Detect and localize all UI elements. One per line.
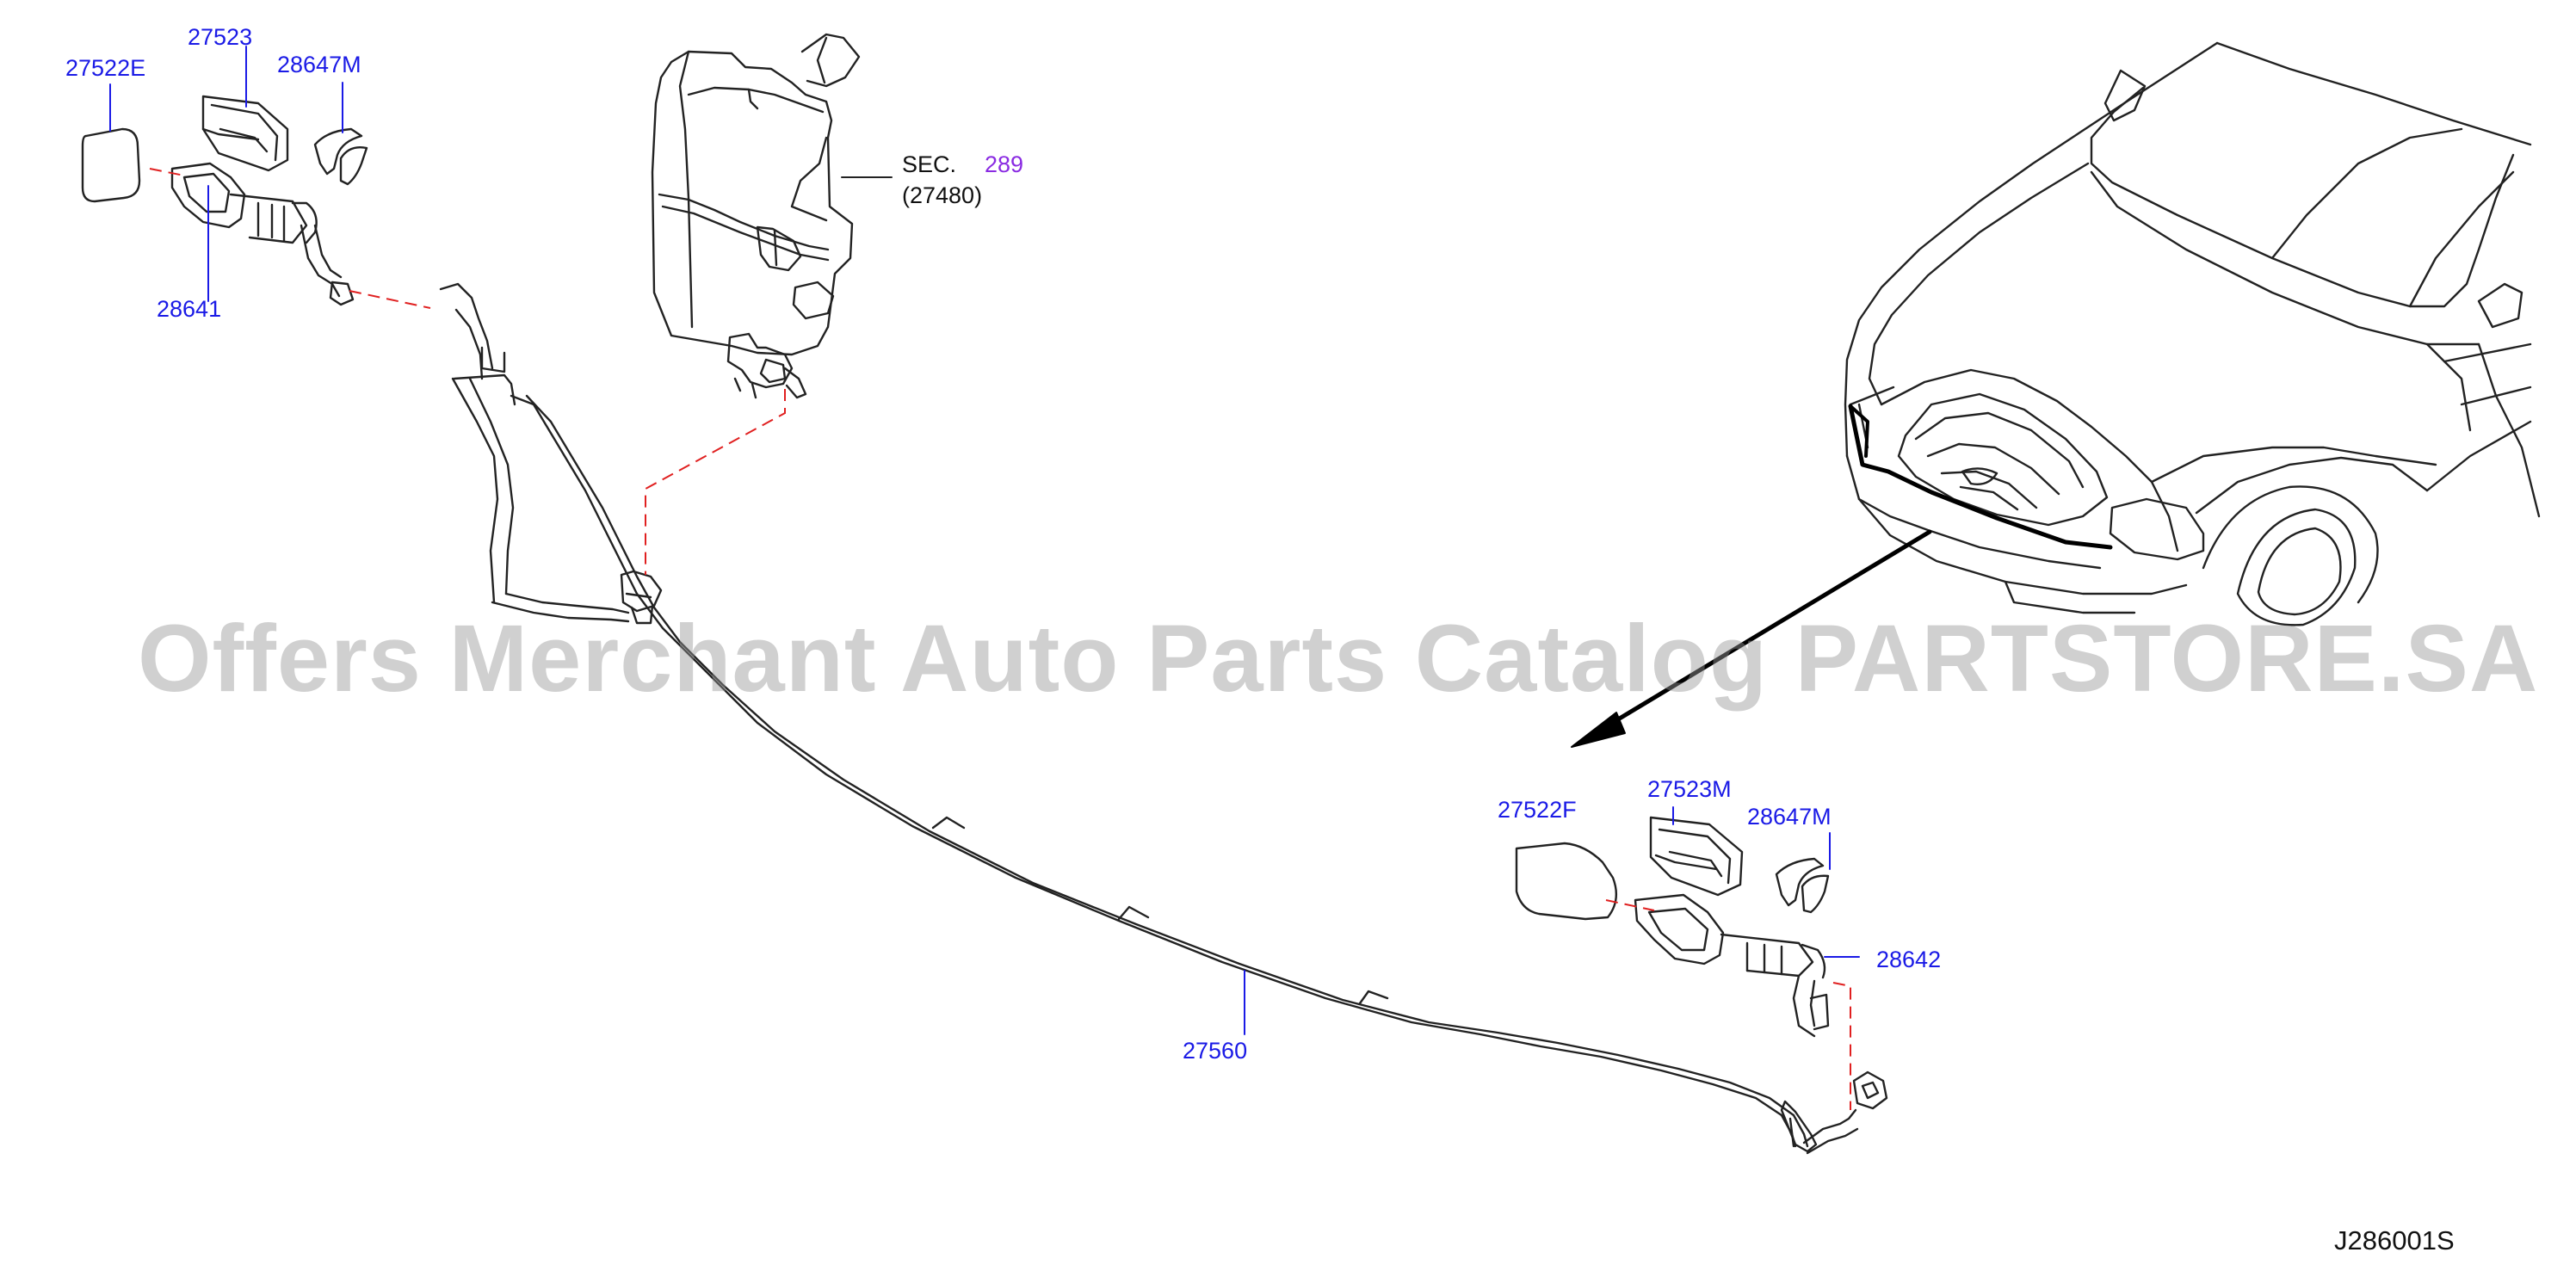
car-washer-line xyxy=(1848,404,2113,550)
part-label-28647M-bottom[interactable]: 28647M xyxy=(1747,804,1832,830)
nozzle-28642 xyxy=(1634,893,1888,1110)
car-illustration xyxy=(1844,41,2541,626)
sec-reference-prefix: SEC. xyxy=(902,151,957,177)
washer-tank xyxy=(651,33,861,399)
part-label-27560[interactable]: 27560 xyxy=(1183,1038,1248,1064)
clip-28647M-top xyxy=(313,127,368,186)
clip-28647M-bottom xyxy=(1775,857,1830,914)
cover-27522F xyxy=(1515,842,1618,921)
part-label-27522F[interactable]: 27522F xyxy=(1498,797,1577,823)
nozzle-28641 xyxy=(170,162,355,306)
part-label-28641[interactable]: 28641 xyxy=(157,296,222,322)
direction-arrow-line xyxy=(1598,529,1932,732)
cover-27522E xyxy=(81,127,141,203)
diagram-code: J286001S xyxy=(2334,1225,2455,1255)
hose-27560 xyxy=(439,282,1859,1155)
part-label-28642[interactable]: 28642 xyxy=(1876,947,1942,972)
direction-arrow-head xyxy=(1571,712,1626,748)
part-label-27480: (27480) xyxy=(902,182,983,208)
part-label-27523[interactable]: 27523 xyxy=(188,24,253,50)
part-label-27523M[interactable]: 27523M xyxy=(1647,776,1732,802)
bracket-27523M xyxy=(1649,816,1744,897)
sec-reference-link[interactable]: 289 xyxy=(985,151,1024,177)
part-label-27522E[interactable]: 27522E xyxy=(65,55,146,81)
bracket-27523 xyxy=(201,95,289,172)
part-label-28647M-top[interactable]: 28647M xyxy=(277,52,361,77)
